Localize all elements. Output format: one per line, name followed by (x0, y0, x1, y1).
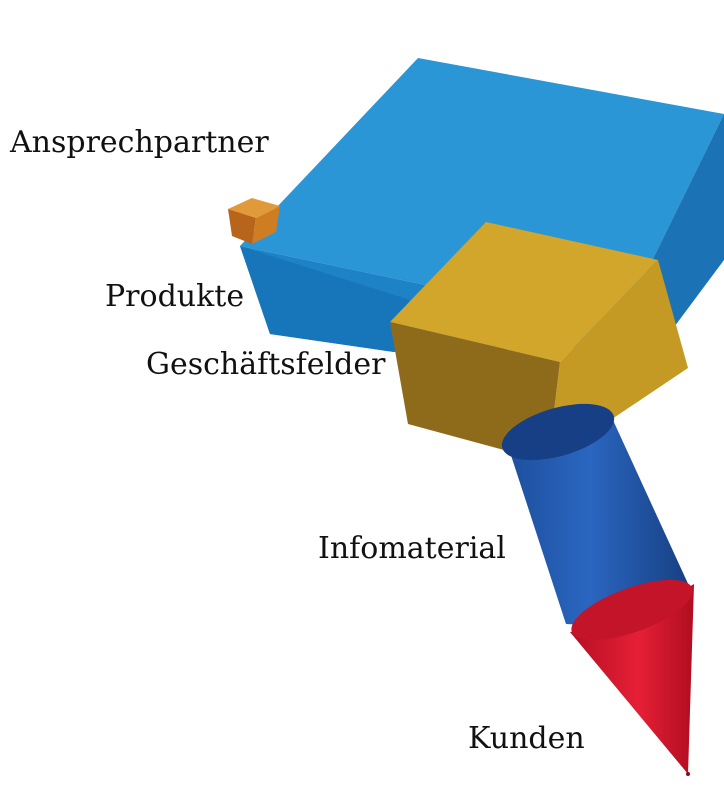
label-ansprechpartner: Ansprechpartner (10, 128, 269, 158)
label-infomaterial: Infomaterial (318, 534, 506, 564)
label-kunden: Kunden (468, 724, 585, 754)
label-geschaeftsfelder: Geschäftsfelder (146, 350, 385, 380)
cone-tip (686, 772, 690, 776)
label-produkte: Produkte (105, 282, 244, 312)
